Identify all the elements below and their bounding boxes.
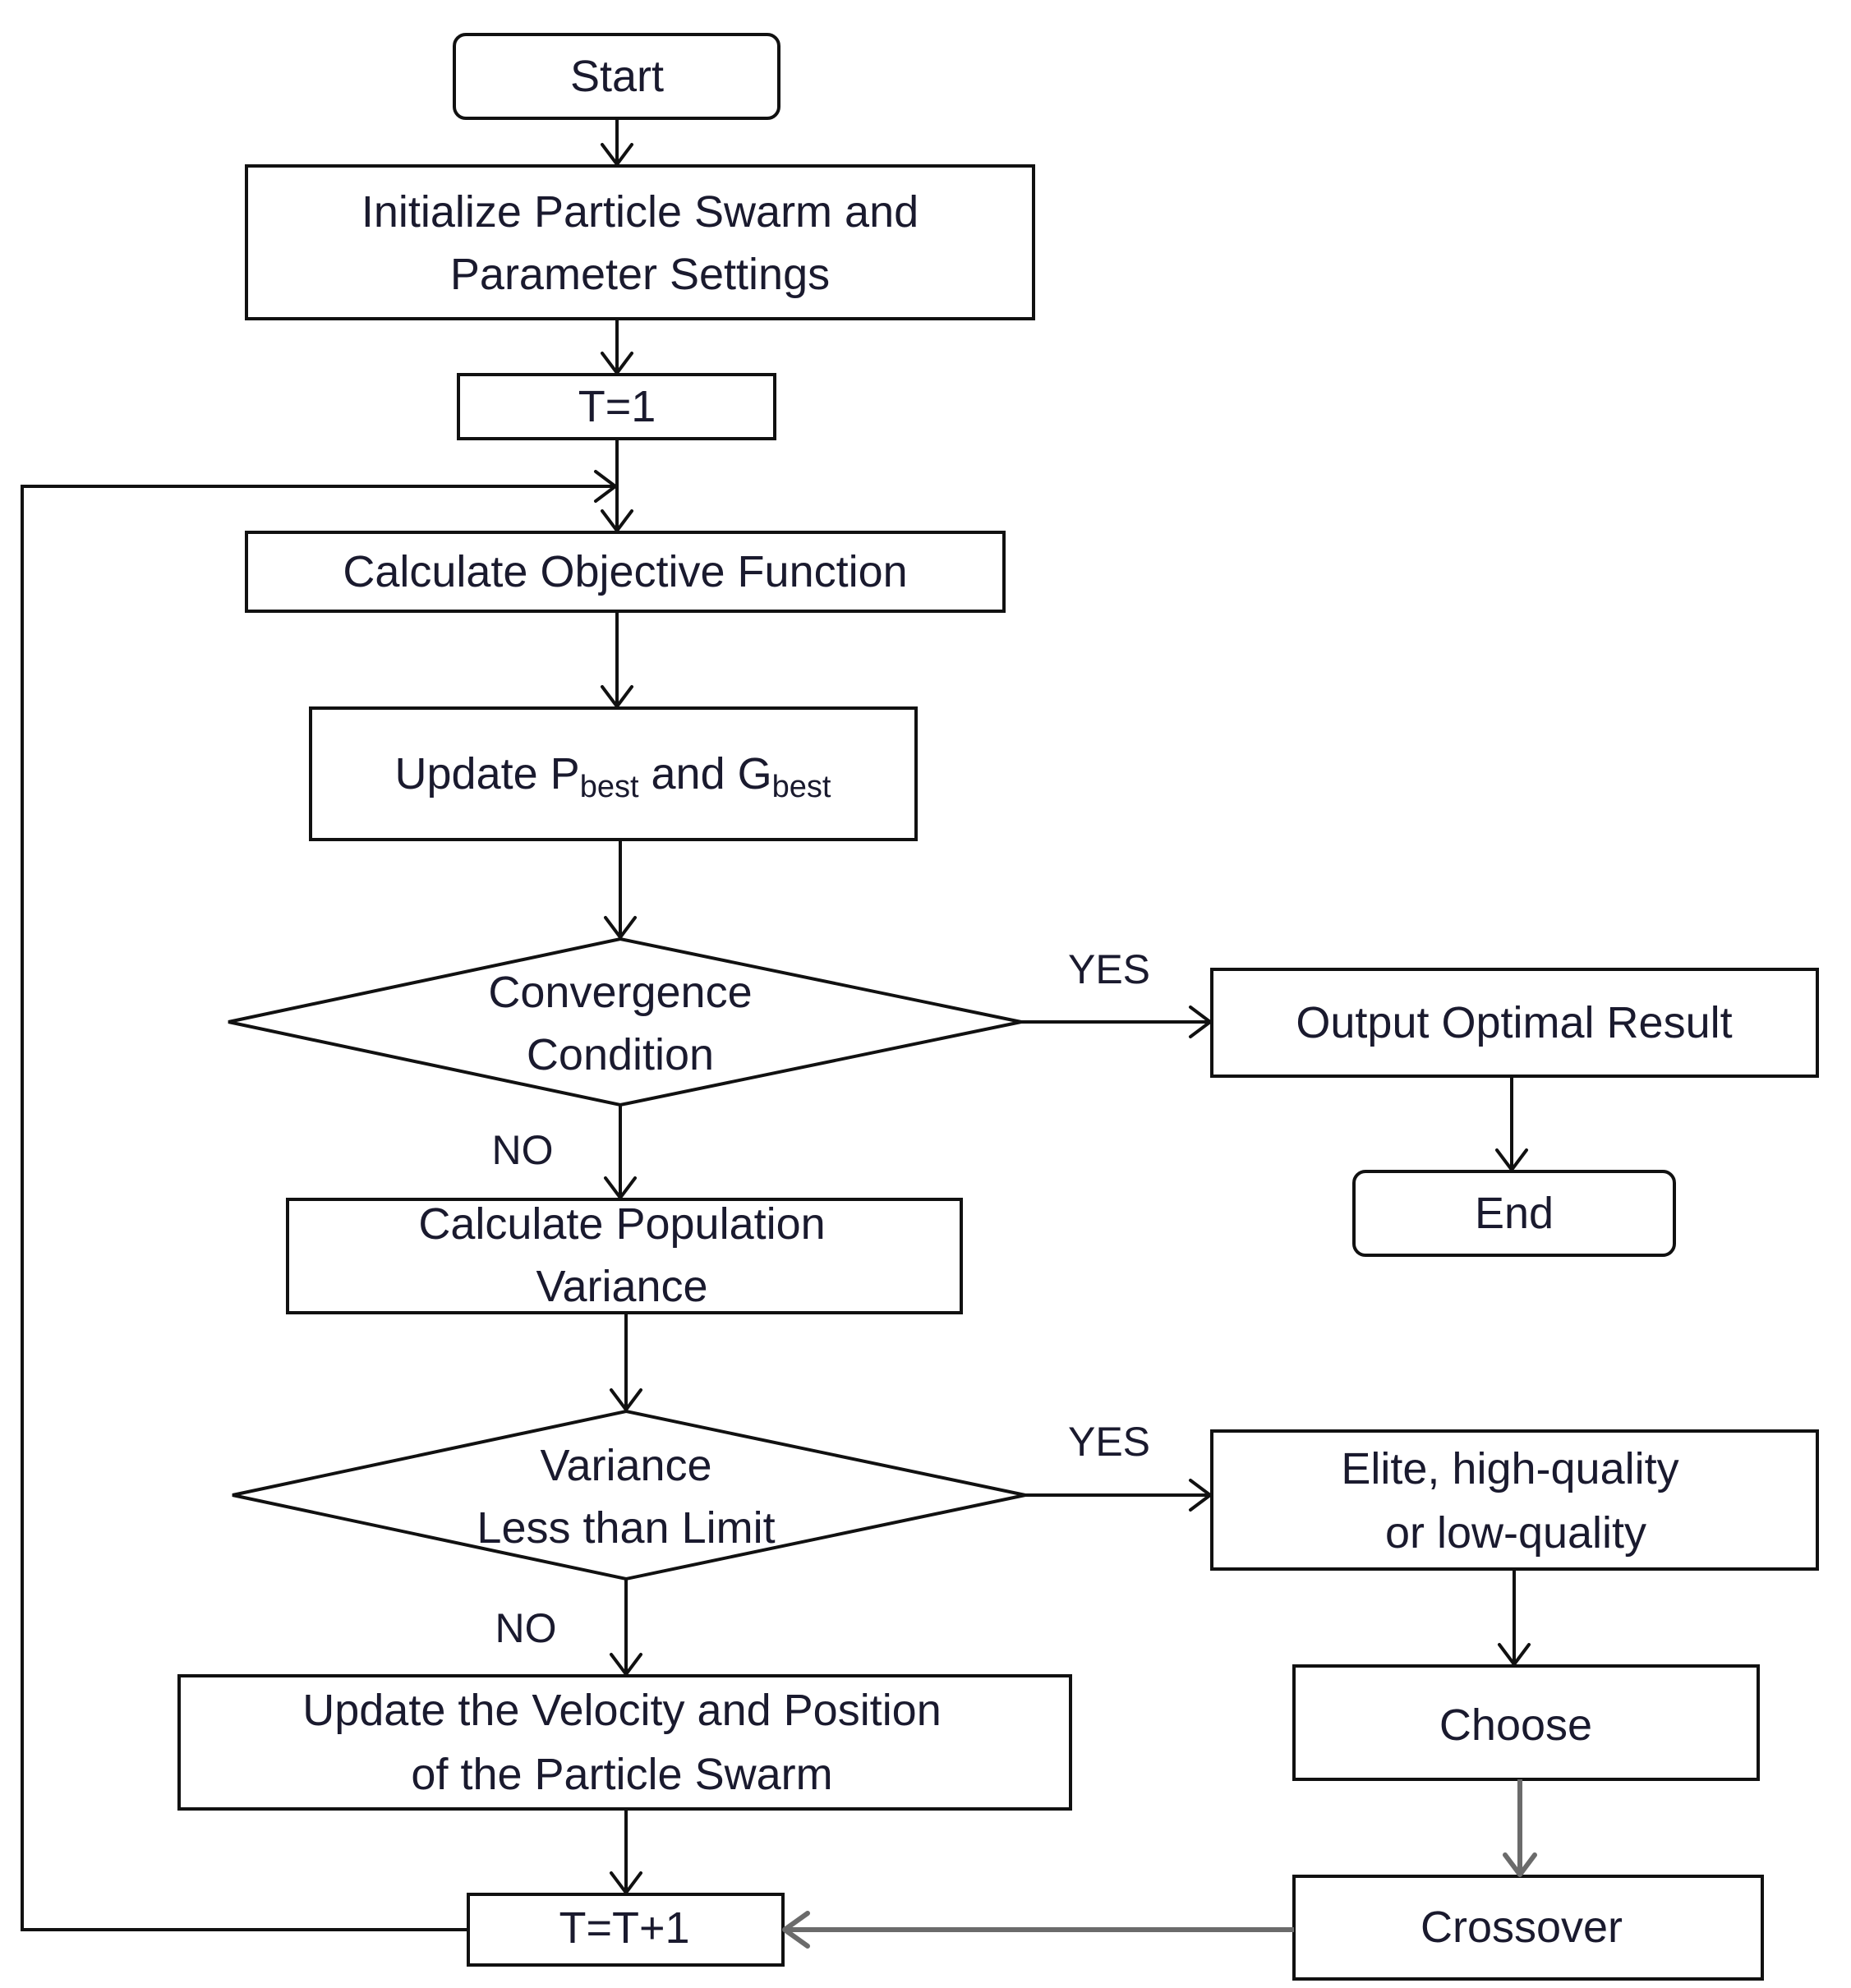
- convergence-no-label: NO: [492, 1127, 554, 1173]
- calc-variance-label-line2: Variance: [536, 1262, 707, 1311]
- update-best-box[interactable]: [309, 706, 918, 841]
- elite-label-line2: or low-quality: [1385, 1508, 1646, 1558]
- arrow-output-to-end: [1495, 1076, 1528, 1171]
- convergence-label-line1: Convergence: [488, 968, 752, 1017]
- variance-check-label-line1: Variance: [540, 1441, 711, 1490]
- arrow-update-best-to-convergence: [604, 840, 637, 939]
- calc-objective-label: Calculate Objective Function: [343, 547, 907, 596]
- arrow-crossover-to-t-increment: [782, 1911, 1294, 1949]
- elite-box[interactable]: [1210, 1429, 1819, 1571]
- arrow-variance-yes: [1025, 1479, 1212, 1512]
- arrow-t-to-calc-objective: [601, 439, 633, 532]
- crossover-box[interactable]: [1292, 1875, 1764, 1981]
- calc-variance-box[interactable]: [286, 1198, 963, 1314]
- arrow-update-velocity-to-t-increment: [610, 1809, 642, 1894]
- variance-check-label-line2: Less than Limit: [477, 1503, 775, 1553]
- convergence-decision[interactable]: [228, 936, 1022, 1107]
- update-best-prefix: Update P: [395, 749, 580, 798]
- convergence-yes-label: YES: [1068, 946, 1150, 992]
- arrow-variance-no: [610, 1579, 642, 1676]
- variance-decision[interactable]: [232, 1409, 1026, 1581]
- convergence-label-line2: Condition: [527, 1030, 714, 1079]
- arrow-choose-to-crossover: [1503, 1779, 1537, 1877]
- init-label-line1: Initialize Particle Swarm and: [361, 187, 919, 237]
- t-init-box[interactable]: [457, 373, 776, 440]
- update-best-sub1: best: [580, 770, 639, 804]
- initialize-box[interactable]: [245, 164, 1035, 320]
- start-label: Start: [570, 52, 664, 101]
- calc-variance-label-line1: Calculate Population: [418, 1199, 825, 1249]
- arrow-init-to-t: [601, 319, 633, 375]
- arrow-convergence-yes: [1021, 1006, 1212, 1038]
- arrow-elite-to-choose: [1498, 1569, 1531, 1666]
- arrow-calc-objective-to-update-best: [601, 611, 633, 708]
- init-label-line2: Parameter Settings: [450, 250, 830, 299]
- update-velocity-box[interactable]: [177, 1674, 1072, 1811]
- update-best-sub2: best: [772, 770, 831, 804]
- choose-label: Choose: [1439, 1700, 1592, 1750]
- output-result-label: Output Optimal Result: [1296, 998, 1732, 1047]
- update-best-mid: and G: [639, 749, 772, 798]
- loop-back-line: [21, 470, 617, 1931]
- update-velocity-label-line1: Update the Velocity and Position: [302, 1686, 942, 1735]
- update-best-label: Update Pbest and Gbest: [395, 749, 831, 804]
- t-init-label: T=1: [578, 382, 656, 431]
- t-increment-label: T=T+1: [559, 1903, 689, 1953]
- update-velocity-label-line2: of the Particle Swarm: [411, 1750, 832, 1799]
- end-terminal[interactable]: [1352, 1170, 1676, 1257]
- arrow-start-to-init: [601, 118, 633, 166]
- variance-no-label: NO: [495, 1605, 557, 1651]
- end-label: End: [1475, 1189, 1554, 1238]
- elite-label-line1: Elite, high-quality: [1341, 1444, 1678, 1493]
- crossover-label: Crossover: [1420, 1903, 1623, 1952]
- output-result-box[interactable]: [1210, 968, 1819, 1078]
- calc-objective-box[interactable]: [245, 531, 1006, 613]
- choose-box[interactable]: [1292, 1664, 1760, 1781]
- arrow-variance-to-decision: [610, 1313, 642, 1411]
- t-increment-box[interactable]: [467, 1893, 785, 1967]
- arrow-convergence-no: [604, 1105, 637, 1199]
- variance-yes-label: YES: [1068, 1419, 1150, 1465]
